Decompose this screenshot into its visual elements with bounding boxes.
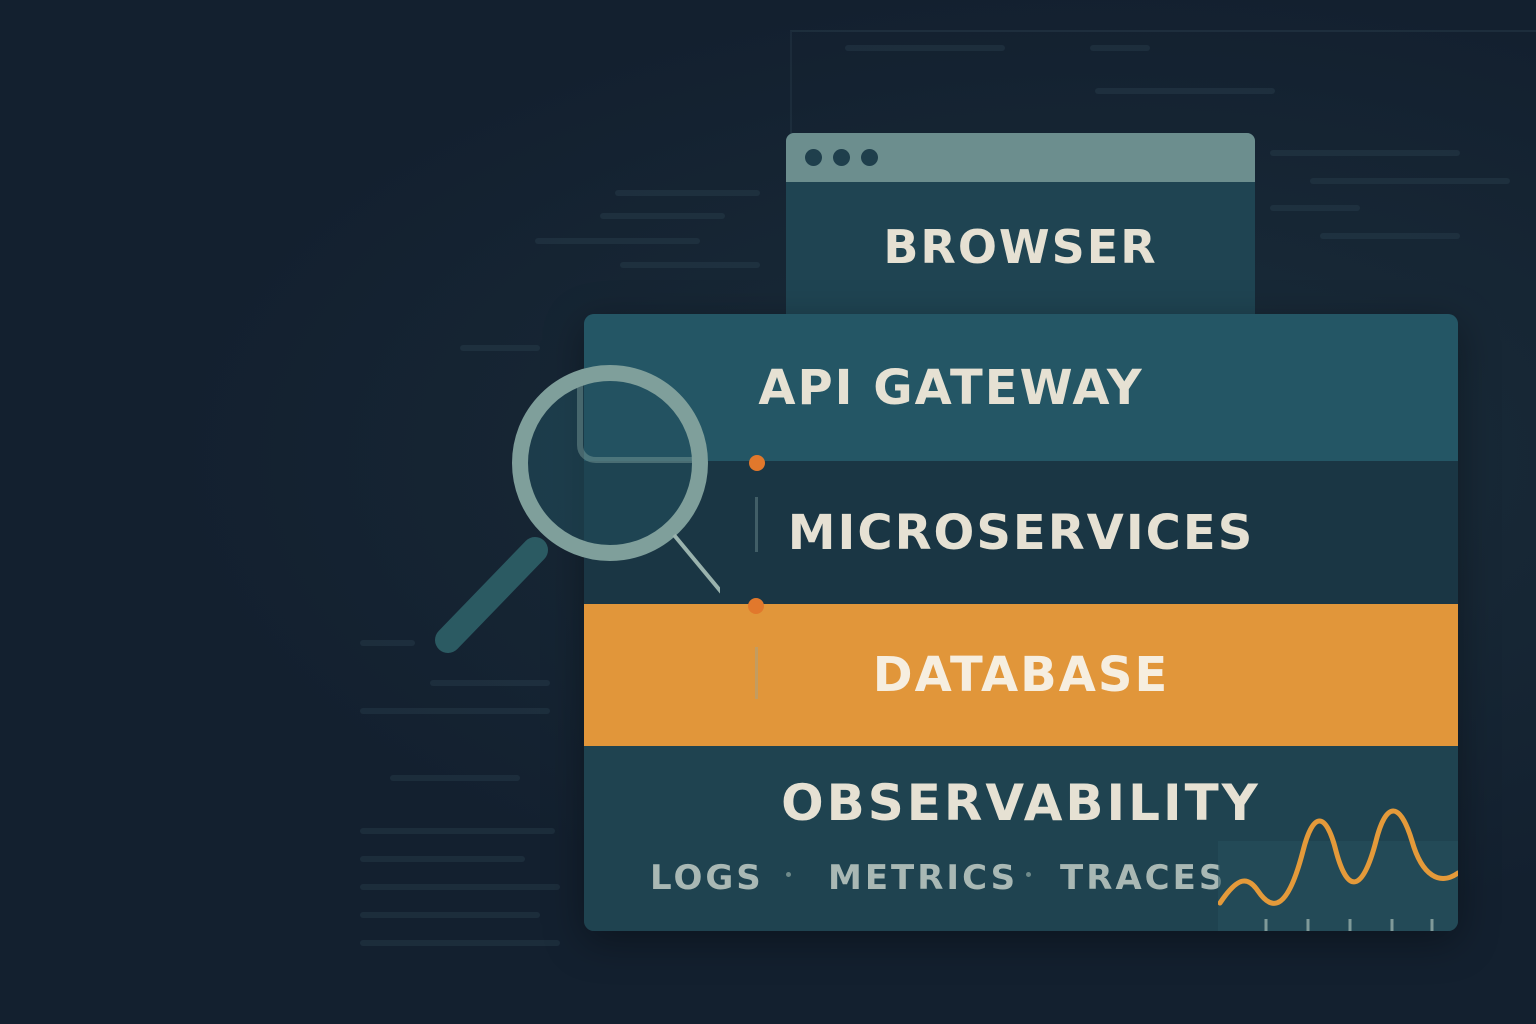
signal-metrics: METRICS	[828, 858, 1019, 898]
trace-point-icon	[749, 455, 765, 471]
background-text-line	[360, 828, 555, 834]
separator-dot-icon	[786, 872, 791, 877]
background-text-line	[360, 884, 560, 890]
background-text-line	[615, 190, 760, 196]
background-text-line	[600, 213, 725, 219]
browser-label: BROWSER	[883, 220, 1158, 274]
background-text-line	[1270, 205, 1360, 211]
background-text-line	[360, 708, 550, 714]
background-text-line	[845, 45, 1005, 51]
trace-connector-line	[755, 497, 758, 552]
window-dot-icon	[805, 149, 822, 166]
architecture-stack: API GATEWAY MICROSERVICES DATABASE OBSER…	[584, 314, 1458, 931]
browser-window: BROWSER	[786, 133, 1255, 318]
layer-database: DATABASE	[584, 604, 1458, 746]
magnifying-glass-icon	[435, 365, 720, 653]
wave-chart-icon	[1218, 808, 1458, 931]
separator-dot-icon	[1026, 872, 1031, 877]
background-text-line	[535, 238, 700, 244]
background-text-line	[1320, 233, 1460, 239]
background-text-line	[1090, 45, 1150, 51]
trace-point-icon	[748, 598, 764, 614]
layer-label: API GATEWAY	[758, 359, 1144, 416]
background-text-line	[360, 640, 415, 646]
window-dot-icon	[861, 149, 878, 166]
background-text-line	[1095, 88, 1275, 94]
background-text-line	[620, 262, 760, 268]
layer-api-gateway: API GATEWAY	[584, 314, 1458, 461]
background-text-line	[390, 775, 520, 781]
trace-connector-line	[755, 647, 758, 699]
background-text-line	[460, 345, 540, 351]
background-text-line	[1270, 150, 1460, 156]
layer-observability: OBSERVABILITY LOGS METRICS TRACES	[584, 746, 1458, 931]
layer-label: DATABASE	[872, 647, 1170, 703]
layer-label: MICROSERVICES	[787, 504, 1255, 561]
background-text-line	[430, 680, 550, 686]
signal-logs: LOGS	[650, 858, 764, 898]
signal-traces: TRACES	[1060, 858, 1227, 898]
layer-microservices: MICROSERVICES	[584, 461, 1458, 604]
background-text-line	[360, 912, 540, 918]
background-text-line	[360, 856, 525, 862]
browser-title-bar	[786, 133, 1255, 182]
observability-title: OBSERVABILITY	[781, 774, 1261, 832]
window-dot-icon	[833, 149, 850, 166]
background-text-line	[1310, 178, 1510, 184]
background-text-line	[360, 940, 560, 946]
